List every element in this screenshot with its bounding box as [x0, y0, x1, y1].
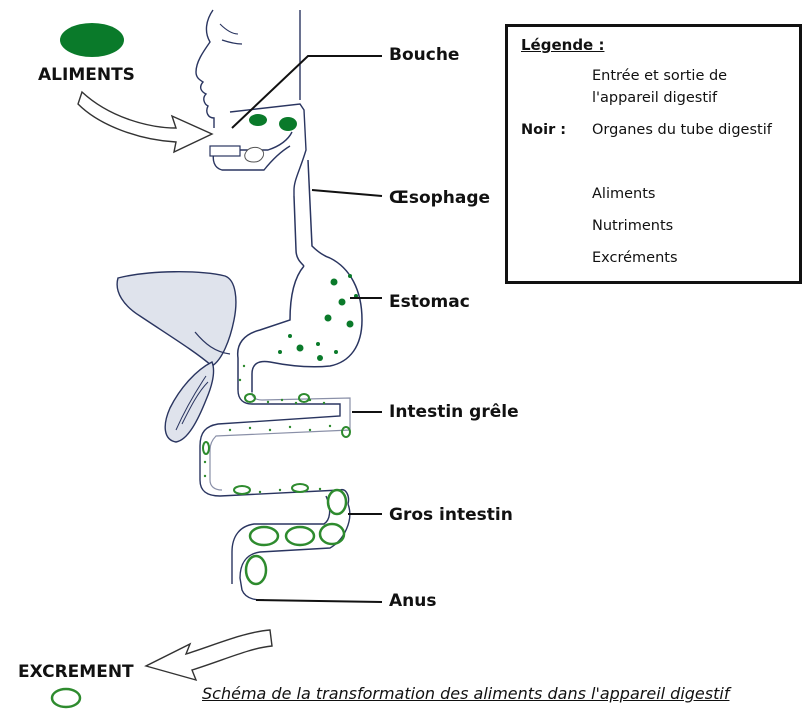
excrement-group — [244, 488, 348, 586]
arrow-out-icon — [144, 629, 273, 682]
legend-box: Légende : Entrée et sortie de l'appareil… — [505, 24, 802, 284]
stomach-organ — [236, 257, 363, 392]
legend-arrow-text-1: Entrée et sortie de — [592, 68, 728, 84]
label-estomac: Estomac — [389, 292, 470, 312]
diagram-caption: Schéma de la transformation des aliments… — [202, 684, 730, 703]
liver-icon — [116, 271, 237, 367]
legend-nutriments-text: Nutriments — [592, 218, 674, 234]
legend-noir-text: Organes du tube digestif — [592, 122, 772, 138]
label-bouche: Bouche — [389, 45, 460, 65]
label-oesophage: Œsophage — [389, 188, 491, 208]
excrement-ellipse-icon — [50, 687, 82, 709]
arrow-in-icon — [77, 90, 214, 154]
legend-noir-key: Noir : — [521, 122, 567, 138]
head-profile-icon — [195, 9, 301, 171]
small-intestine — [199, 389, 350, 505]
stomach-contents — [278, 274, 358, 361]
legend-arrow-text-2: l'appareil digestif — [592, 90, 718, 106]
label-aliments: ALIMENTS — [38, 65, 135, 85]
oesophagus-tube — [293, 159, 331, 267]
label-intestin-grele: Intestin grêle — [389, 402, 519, 422]
label-gros-intestin: Gros intestin — [389, 505, 513, 525]
nutriment-dots — [203, 364, 332, 494]
label-anus: Anus — [389, 591, 437, 611]
aliment-ellipse-icon — [60, 23, 124, 57]
legend-title: Légende : — [521, 36, 605, 54]
pancreas-icon — [164, 361, 215, 443]
mouth-cavity — [229, 103, 307, 196]
label-excrement: EXCREMENT — [18, 662, 134, 682]
legend-aliments-text: Aliments — [592, 186, 656, 202]
legend-excrements-text: Excréments — [592, 250, 678, 266]
